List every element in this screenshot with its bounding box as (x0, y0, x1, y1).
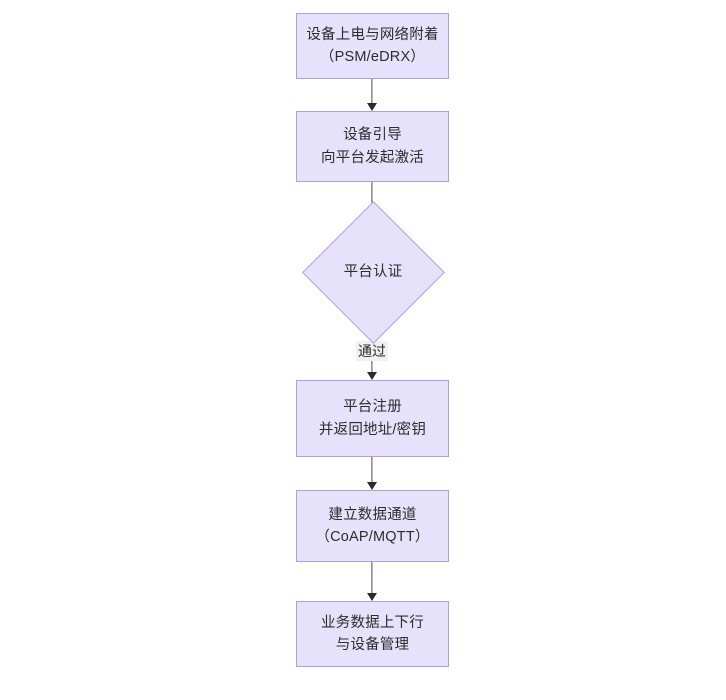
node-platform-register-line-2: 并返回地址/密钥 (318, 421, 427, 438)
node-business-data[interactable]: 业务数据上下行 与设备管理 (296, 601, 449, 667)
node-bootstrap-line-1: 设备引导 (343, 127, 402, 144)
node-power-on-line-1: 设备上电与网络附着 (306, 26, 439, 43)
connector-platform-register-to-data-channel (371, 457, 373, 484)
node-platform-register-line-1: 平台注册 (343, 399, 402, 416)
node-platform-auth[interactable]: 平台认证 (301, 200, 445, 344)
arrowhead-bootstrap (367, 103, 377, 111)
connector-bootstrap-to-platform-auth (371, 182, 373, 216)
arrowhead-data-channel (367, 482, 377, 490)
node-power-on-line-2: （PSM/eDRX） (319, 49, 426, 65)
node-business-data-line-2: 与设备管理 (335, 637, 410, 653)
node-platform-auth-label: 平台认证 (343, 263, 403, 280)
node-data-channel-line-1: 建立数据通道 (328, 506, 417, 523)
edge-label-pass: 通过 (356, 341, 388, 362)
arrowhead-platform-register (367, 372, 377, 380)
node-platform-register[interactable]: 平台注册 并返回地址/密钥 (296, 380, 449, 457)
node-bootstrap-line-2: 向平台发起激活 (321, 149, 424, 166)
node-business-data-line-1: 业务数据上下行 (321, 614, 424, 631)
arrowhead-business-data (367, 593, 377, 601)
node-power-on[interactable]: 设备上电与网络附着 （PSM/eDRX） (296, 13, 449, 79)
node-data-channel-line-2: （CoAP/MQTT） (315, 529, 430, 545)
node-data-channel[interactable]: 建立数据通道 （CoAP/MQTT） (296, 490, 449, 562)
node-bootstrap[interactable]: 设备引导 向平台发起激活 (296, 111, 449, 182)
connector-power-on-to-bootstrap (371, 79, 373, 105)
connector-data-channel-to-business-data (371, 562, 373, 595)
